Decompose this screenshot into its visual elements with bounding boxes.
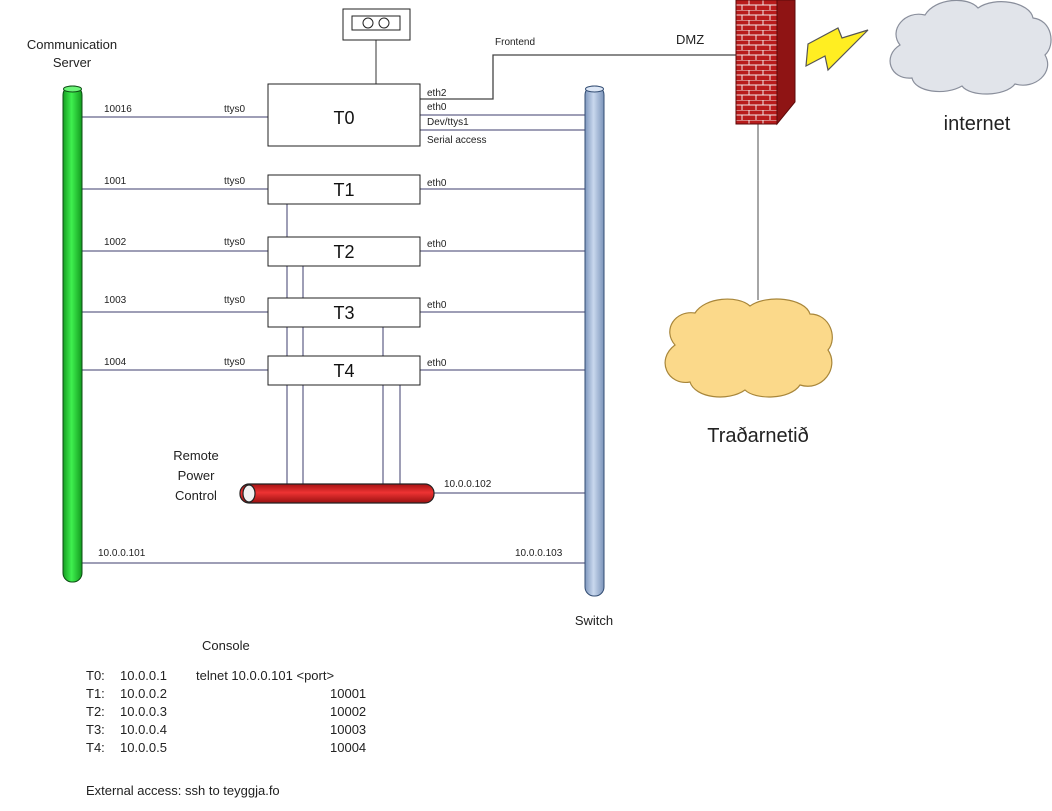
console-extra: 10002 bbox=[330, 704, 366, 719]
node-t3: T3 bbox=[268, 298, 420, 327]
node-t1: T1 bbox=[268, 175, 420, 204]
switch-label: Switch bbox=[575, 613, 613, 628]
node-t4: T4 bbox=[268, 356, 420, 385]
node-label: T0 bbox=[333, 108, 354, 128]
internet-label: internet bbox=[944, 113, 1011, 135]
port-label: 1003 bbox=[104, 295, 127, 306]
console-extra: 10004 bbox=[330, 740, 366, 755]
tty-label: ttys0 bbox=[224, 176, 246, 187]
port-label: 10016 bbox=[104, 104, 132, 115]
switch bbox=[585, 86, 604, 596]
iface-label: eth2 bbox=[427, 88, 447, 99]
local-network-cloud-icon bbox=[665, 299, 832, 397]
iface-label: eth0 bbox=[427, 178, 447, 189]
iface-label: eth0 bbox=[427, 102, 447, 113]
console-host: T0: bbox=[86, 668, 105, 683]
external-access-note: External access: ssh to teyggja.fo bbox=[86, 783, 280, 798]
iface-label: eth0 bbox=[427, 300, 447, 311]
console-port-labels: 10016 1001 1002 1003 1004 ttys0 ttys0 tt… bbox=[104, 104, 246, 368]
port-label: 1001 bbox=[104, 176, 127, 187]
iface-label: Dev/ttys1 bbox=[427, 117, 469, 128]
console-host: T2: bbox=[86, 704, 105, 719]
port-label: 1002 bbox=[104, 237, 127, 248]
comm-server bbox=[63, 86, 82, 582]
tape-drive bbox=[343, 9, 410, 40]
tty-label: ttys0 bbox=[224, 237, 246, 248]
tty-label: ttys0 bbox=[224, 104, 246, 115]
node-t2: T2 bbox=[268, 237, 420, 266]
power-label-2: Power bbox=[178, 468, 216, 483]
node-t0: T0 bbox=[268, 84, 420, 146]
console-ip: 10.0.0.3 bbox=[120, 704, 167, 719]
frontend-label: Frontend bbox=[495, 37, 535, 48]
tty-label: ttys0 bbox=[224, 357, 246, 368]
iface-label: eth0 bbox=[427, 358, 447, 369]
console-table: Console T0: 10.0.0.1 telnet 10.0.0.101 <… bbox=[86, 638, 366, 798]
console-host: T1: bbox=[86, 686, 105, 701]
port-label: 1004 bbox=[104, 357, 127, 368]
console-host: T3: bbox=[86, 722, 105, 737]
local-network-label: Traðarnetið bbox=[707, 425, 809, 447]
node-label: T4 bbox=[333, 361, 354, 381]
power-ip-label: 10.0.0.102 bbox=[444, 479, 492, 490]
console-extra: 10003 bbox=[330, 722, 366, 737]
console-ip: 10.0.0.2 bbox=[120, 686, 167, 701]
switch-ip-label: 10.0.0.103 bbox=[515, 548, 563, 559]
console-ip: 10.0.0.1 bbox=[120, 668, 167, 683]
console-ip: 10.0.0.4 bbox=[120, 722, 167, 737]
iface-label: Serial access bbox=[427, 135, 486, 146]
dmz-label: DMZ bbox=[676, 32, 704, 47]
remote-power-control bbox=[240, 484, 434, 503]
server-ip-label: 10.0.0.101 bbox=[98, 548, 146, 559]
comm-server-label-2: Server bbox=[53, 55, 92, 70]
comm-server-label-1: Communication bbox=[27, 37, 117, 52]
lightning-icon bbox=[806, 28, 868, 70]
console-extra: telnet 10.0.0.101 <port> bbox=[196, 668, 334, 683]
power-label-1: Remote bbox=[173, 448, 219, 463]
console-host: T4: bbox=[86, 740, 105, 755]
internet-cloud-icon bbox=[890, 0, 1051, 94]
iface-label: eth0 bbox=[427, 239, 447, 250]
node-label: T3 bbox=[333, 303, 354, 323]
tty-label: ttys0 bbox=[224, 295, 246, 306]
node-label: T1 bbox=[333, 180, 354, 200]
firewall-icon bbox=[736, 0, 795, 124]
wire-frontend bbox=[420, 55, 738, 99]
node-label: T2 bbox=[333, 242, 354, 262]
console-extra: 10001 bbox=[330, 686, 366, 701]
console-ip: 10.0.0.5 bbox=[120, 740, 167, 755]
console-title: Console bbox=[202, 638, 250, 653]
power-label-3: Control bbox=[175, 488, 217, 503]
